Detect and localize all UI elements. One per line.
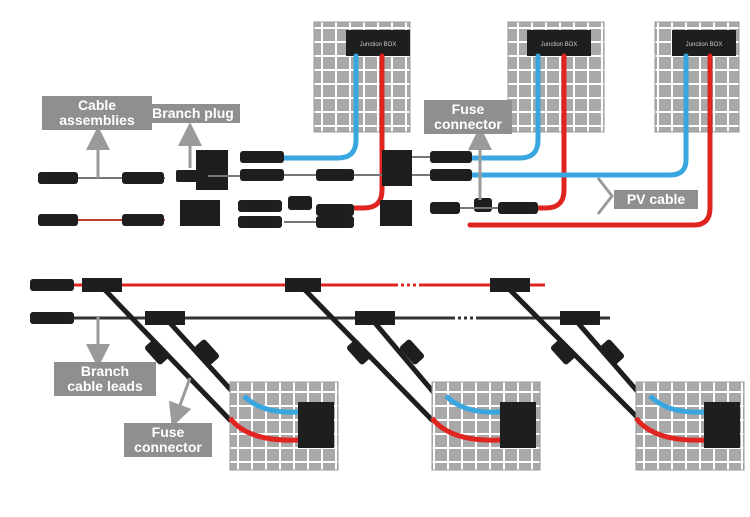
junction-box-label-3: Junction BOX [686,42,723,48]
label-fuse-connector-bottom: Fuse connector [124,423,212,457]
bottom-panel-2 [430,381,541,471]
solar-panel-3: Junction BOX [654,21,740,133]
label-pv-cable: PV cable [614,190,698,209]
branch-plug-lower [180,200,220,226]
label-fuse-connector-top: Fuse connector [424,100,512,134]
junction-box-label-2: Junction BOX [541,42,578,48]
label-branch-cable-leads-line2: cable leads [67,378,143,394]
junction-box-label-1: Junction BOX [360,42,397,48]
label-branch-cable-leads: Branch cable leads [54,362,156,396]
solar-panel-2: Junction BOX [507,21,605,133]
branch-inline-connectors [145,339,624,365]
cable-assembly-lower [38,214,165,226]
label-cable-assemblies-line2: assemblies [59,112,135,128]
label-fuse-connector-bottom-line2: connector [134,439,202,455]
label-fuse-connector-top-line2: connector [434,116,502,132]
label-fuse-connector-bottom-line1: Fuse [151,424,185,440]
label-cable-assemblies-line1: Cable [77,97,117,113]
junction-box-3 [672,30,736,56]
junction-box-1 [346,30,410,56]
branch-plug-upper [176,150,228,190]
top-connector-chain [238,150,538,228]
solar-panel-1: Junction BOX [313,21,411,133]
bottom-panel-3 [634,381,745,471]
cable-assembly-upper [38,172,165,184]
junction-box-2 [527,30,591,56]
label-pv-cable-text: PV cable [626,191,686,207]
top-connector-wires [208,156,498,223]
top-callout-arrows [86,122,614,215]
branch-t-connectors [82,278,600,325]
label-branch-cable-leads-line1: Branch [80,363,130,379]
label-branch-plug-text: Branch plug [152,105,234,121]
bottom-callout-arrows [86,316,192,428]
label-fuse-connector-top-line1: Fuse [451,101,485,117]
bottom-panel-1 [228,381,339,471]
label-cable-assemblies: Cable assemblies [42,96,152,130]
top-pv-cables [279,53,713,228]
label-branch-plug: Branch plug [146,104,240,123]
